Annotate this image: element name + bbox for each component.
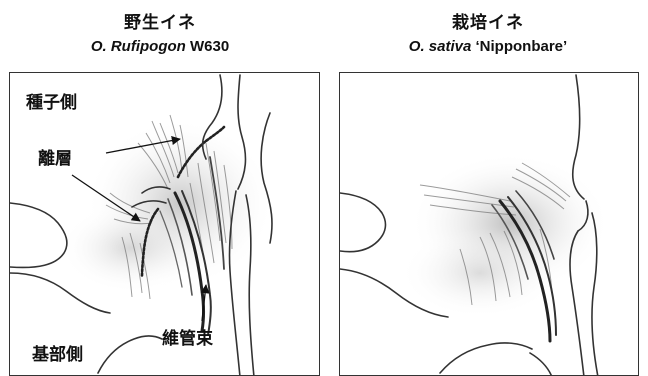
cultivated-rice-sketch-panel (339, 72, 639, 376)
wild-rice-species-name: O. Rufipogon (91, 38, 186, 55)
vascular-bundle-label: 維管束 (162, 329, 213, 349)
cultivated-rice-species-name: O. sativa (409, 38, 472, 55)
wild-rice-title: 野生イネ O. Rufipogon W630 (0, 12, 320, 58)
wild-rice-strain-name: W630 (186, 38, 229, 55)
wild-rice-title-jp: 野生イネ (0, 12, 320, 34)
cultivated-rice-sketch (340, 73, 639, 376)
cultivated-rice-species-line: O. sativa ‘Nipponbare’ (328, 36, 648, 58)
cultivated-rice-title-jp: 栽培イネ (328, 12, 648, 34)
cultivated-rice-cultivar-name: ‘Nipponbare’ (471, 38, 567, 55)
seed-side-label: 種子側 (26, 93, 77, 113)
abscission-layer-label: 離層 (38, 149, 72, 169)
base-side-label: 基部側 (32, 345, 83, 365)
wild-rice-sketch-panel: 種子側 離層 維管束 基部側 (9, 72, 320, 376)
wild-rice-species-line: O. Rufipogon W630 (0, 36, 320, 58)
cultivated-rice-title: 栽培イネ O. sativa ‘Nipponbare’ (328, 12, 648, 58)
